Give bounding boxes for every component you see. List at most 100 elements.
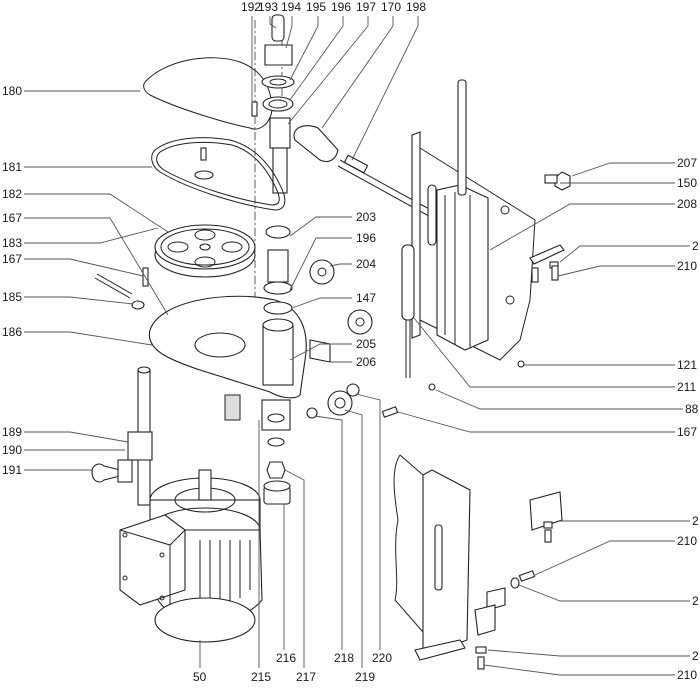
leader-line (24, 217, 169, 316)
ring-196 (262, 96, 294, 112)
label-206: 206 (356, 355, 376, 369)
label-196: 196 (331, 0, 351, 14)
drawing (91, 14, 571, 670)
washer-216a (267, 437, 285, 447)
leader-line (24, 296, 134, 305)
leader-line (557, 265, 675, 277)
label-185: 185 (2, 290, 22, 304)
ring-218 (306, 407, 318, 419)
leader-line (518, 584, 690, 602)
washer-hole (269, 78, 287, 86)
gas-spring-211 (401, 244, 415, 321)
cap-top (263, 480, 291, 492)
label-181: 181 (2, 160, 22, 174)
washer-185 (131, 300, 145, 310)
label-205: 205 (356, 337, 376, 351)
leader-line (487, 649, 690, 657)
gas-spring-rod (405, 320, 411, 378)
leader-line (344, 409, 363, 668)
bolt-150 (544, 174, 558, 184)
pulley-182 (154, 224, 256, 278)
label-211: 211 (677, 380, 696, 394)
label-182: 182 (2, 187, 22, 201)
sleeve (267, 249, 289, 283)
clamp-block (117, 459, 133, 483)
screw-210b (531, 267, 539, 283)
label-121: 121 (677, 358, 697, 372)
label-170: 170 (381, 0, 401, 14)
leader-line (351, 16, 419, 161)
leader-line (24, 258, 144, 277)
lower-bracket (393, 454, 471, 661)
leader-line (24, 227, 159, 244)
label-167-c: 167 (677, 425, 697, 439)
shaft-197 (269, 117, 291, 149)
housing-opening (194, 332, 246, 358)
leader-line (329, 263, 352, 267)
threaded-rod-edge (96, 273, 133, 295)
bearing-bore (334, 397, 346, 409)
label-219: 219 (355, 670, 375, 684)
knob-170 (293, 125, 339, 163)
leader-line (289, 216, 352, 237)
leader-line (289, 343, 352, 361)
label-207: 207 (677, 156, 697, 170)
screw-210c (544, 529, 552, 543)
leader-line (287, 16, 369, 125)
strap-2 (529, 244, 565, 265)
belt-181 (151, 137, 286, 211)
nut-2b (543, 521, 553, 529)
leader-line (321, 16, 394, 129)
label-167-b: 167 (2, 252, 22, 266)
knob-191 (91, 463, 121, 483)
leader-line (291, 297, 352, 309)
label-208: 208 (677, 197, 697, 211)
shaft-lower (272, 147, 288, 194)
leader-line (289, 237, 352, 291)
plate-206 (309, 339, 331, 363)
wheel-205 (347, 309, 373, 335)
label-150: 150 (677, 176, 697, 190)
ring-196b (263, 281, 293, 295)
label-192: 192 (241, 0, 261, 14)
leader-line (24, 331, 153, 346)
label-196-b: 196 (356, 231, 376, 245)
washer-2 (510, 577, 520, 589)
bolt-210 (518, 570, 536, 582)
label-215: 215 (251, 670, 271, 684)
angle-block-b (474, 604, 496, 636)
label-2-b: 2 (692, 514, 699, 528)
leader-lines (24, 16, 690, 676)
leader-line (413, 317, 675, 388)
nut-217 (266, 461, 286, 479)
label-198: 198 (406, 0, 426, 14)
nut-215 (267, 413, 285, 423)
rod-thread (343, 154, 369, 174)
leader-line (483, 664, 675, 676)
label-218: 218 (334, 651, 354, 665)
label-197: 197 (356, 0, 376, 14)
clamp-190 (127, 431, 153, 461)
label-190: 190 (2, 443, 22, 457)
screw-belt (200, 147, 207, 161)
label-167-a: 167 (2, 211, 22, 225)
label-204: 204 (356, 257, 376, 271)
leader-line (284, 469, 305, 668)
housing-boss (262, 324, 294, 386)
belt-cover (143, 57, 273, 130)
column-top (137, 366, 151, 374)
label-193: 193 (258, 0, 278, 14)
label-220: 220 (372, 651, 392, 665)
leader-line (559, 245, 690, 263)
label-2-c: 2 (692, 594, 699, 608)
label-2-d: 2 (692, 649, 699, 663)
label-217: 217 (296, 670, 316, 684)
bracket-208 (411, 79, 536, 361)
nut-194 (264, 44, 293, 66)
boss-top (262, 318, 294, 332)
label-183: 183 (2, 236, 22, 250)
leader-line (355, 393, 381, 650)
leader-line (534, 540, 675, 576)
